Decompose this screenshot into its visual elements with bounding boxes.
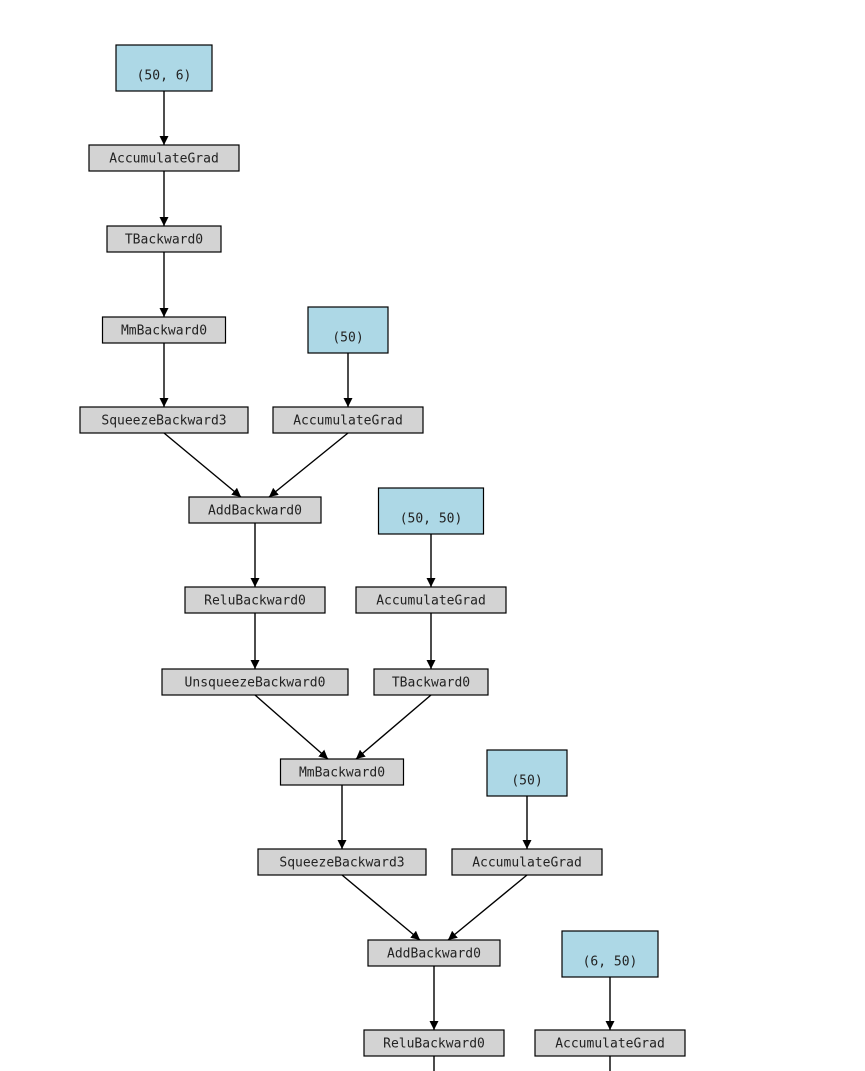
edge-unsq1-to-mm2 (254, 694, 329, 760)
node-label-p2: (50) (332, 331, 363, 346)
node-label-add1: AddBackward0 (208, 504, 302, 519)
op-node-t2: TBackward0 (373, 668, 489, 696)
node-box-mm2 (279, 758, 405, 786)
edge-sq2-to-add2 (341, 874, 421, 941)
node-label-p4: (50) (511, 774, 542, 789)
op-node-ag2: AccumulateGrad (272, 406, 424, 434)
edge-t2-to-mm2 (355, 694, 432, 760)
node-label-add2: AddBackward0 (387, 947, 481, 962)
node-box-t2 (373, 668, 489, 696)
op-node-mm2: MmBackward0 (279, 758, 405, 786)
node-label-mm2: MmBackward0 (299, 766, 385, 781)
node-label-p3: (50, 50) (400, 512, 463, 527)
node-label-t1: TBackward0 (125, 233, 203, 248)
op-node-sq1: SqueezeBackward3 (79, 406, 249, 434)
edges-layer (159, 91, 615, 1071)
edge-ag2-to-add1 (268, 432, 349, 498)
node-box-relu2 (363, 1029, 505, 1057)
node-box-add1 (188, 496, 322, 524)
node-box-ag4 (451, 848, 603, 876)
op-node-relu2: ReluBackward0 (363, 1029, 505, 1057)
op-node-sq2: SqueezeBackward3 (257, 848, 427, 876)
op-node-ag3: AccumulateGrad (355, 586, 507, 614)
op-node-ag4: AccumulateGrad (451, 848, 603, 876)
node-label-sq1: SqueezeBackward3 (101, 414, 226, 429)
node-box-p2 (307, 306, 389, 354)
op-node-add2: AddBackward0 (367, 939, 501, 967)
param-node-p3: (50, 50) (377, 487, 485, 535)
param-node-p4: (50) (486, 749, 568, 797)
node-box-p3 (377, 487, 485, 535)
node-label-sq2: SqueezeBackward3 (279, 856, 404, 871)
node-box-p4 (486, 749, 568, 797)
node-label-relu1: ReluBackward0 (204, 594, 306, 609)
op-node-t1: TBackward0 (106, 225, 222, 253)
node-box-p1 (115, 44, 213, 92)
node-box-add2 (367, 939, 501, 967)
param-node-p2: (50) (307, 306, 389, 354)
node-label-ag2: AccumulateGrad (293, 414, 403, 429)
node-label-ag5: AccumulateGrad (555, 1037, 665, 1052)
op-node-unsq1: UnsqueezeBackward0 (161, 668, 349, 696)
node-box-ag5 (534, 1029, 686, 1057)
edge-ag4-to-add2 (447, 874, 528, 941)
node-label-relu2: ReluBackward0 (383, 1037, 485, 1052)
op-node-ag5: AccumulateGrad (534, 1029, 686, 1057)
param-node-p5: (6, 50) (561, 930, 659, 978)
node-box-p5 (561, 930, 659, 978)
nodes-layer: (50, 6)AccumulateGradTBackward0MmBackwar… (79, 44, 686, 1057)
node-box-ag1 (88, 144, 240, 172)
node-box-ag3 (355, 586, 507, 614)
node-label-ag3: AccumulateGrad (376, 594, 486, 609)
node-box-ag2 (272, 406, 424, 434)
node-label-mm1: MmBackward0 (121, 324, 207, 339)
node-box-relu1 (184, 586, 326, 614)
node-label-t2: TBackward0 (392, 676, 470, 691)
node-box-sq1 (79, 406, 249, 434)
node-label-unsq1: UnsqueezeBackward0 (185, 676, 326, 691)
node-label-p5: (6, 50) (583, 955, 638, 970)
op-node-relu1: ReluBackward0 (184, 586, 326, 614)
op-node-ag1: AccumulateGrad (88, 144, 240, 172)
node-label-p1: (50, 6) (137, 69, 192, 84)
node-box-mm1 (101, 316, 227, 344)
node-label-ag4: AccumulateGrad (472, 856, 582, 871)
node-box-unsq1 (161, 668, 349, 696)
param-node-p1: (50, 6) (115, 44, 213, 92)
op-node-add1: AddBackward0 (188, 496, 322, 524)
node-label-ag1: AccumulateGrad (109, 152, 219, 167)
node-box-t1 (106, 225, 222, 253)
op-node-mm1: MmBackward0 (101, 316, 227, 344)
node-box-sq2 (257, 848, 427, 876)
edge-sq1-to-add1 (163, 432, 242, 498)
